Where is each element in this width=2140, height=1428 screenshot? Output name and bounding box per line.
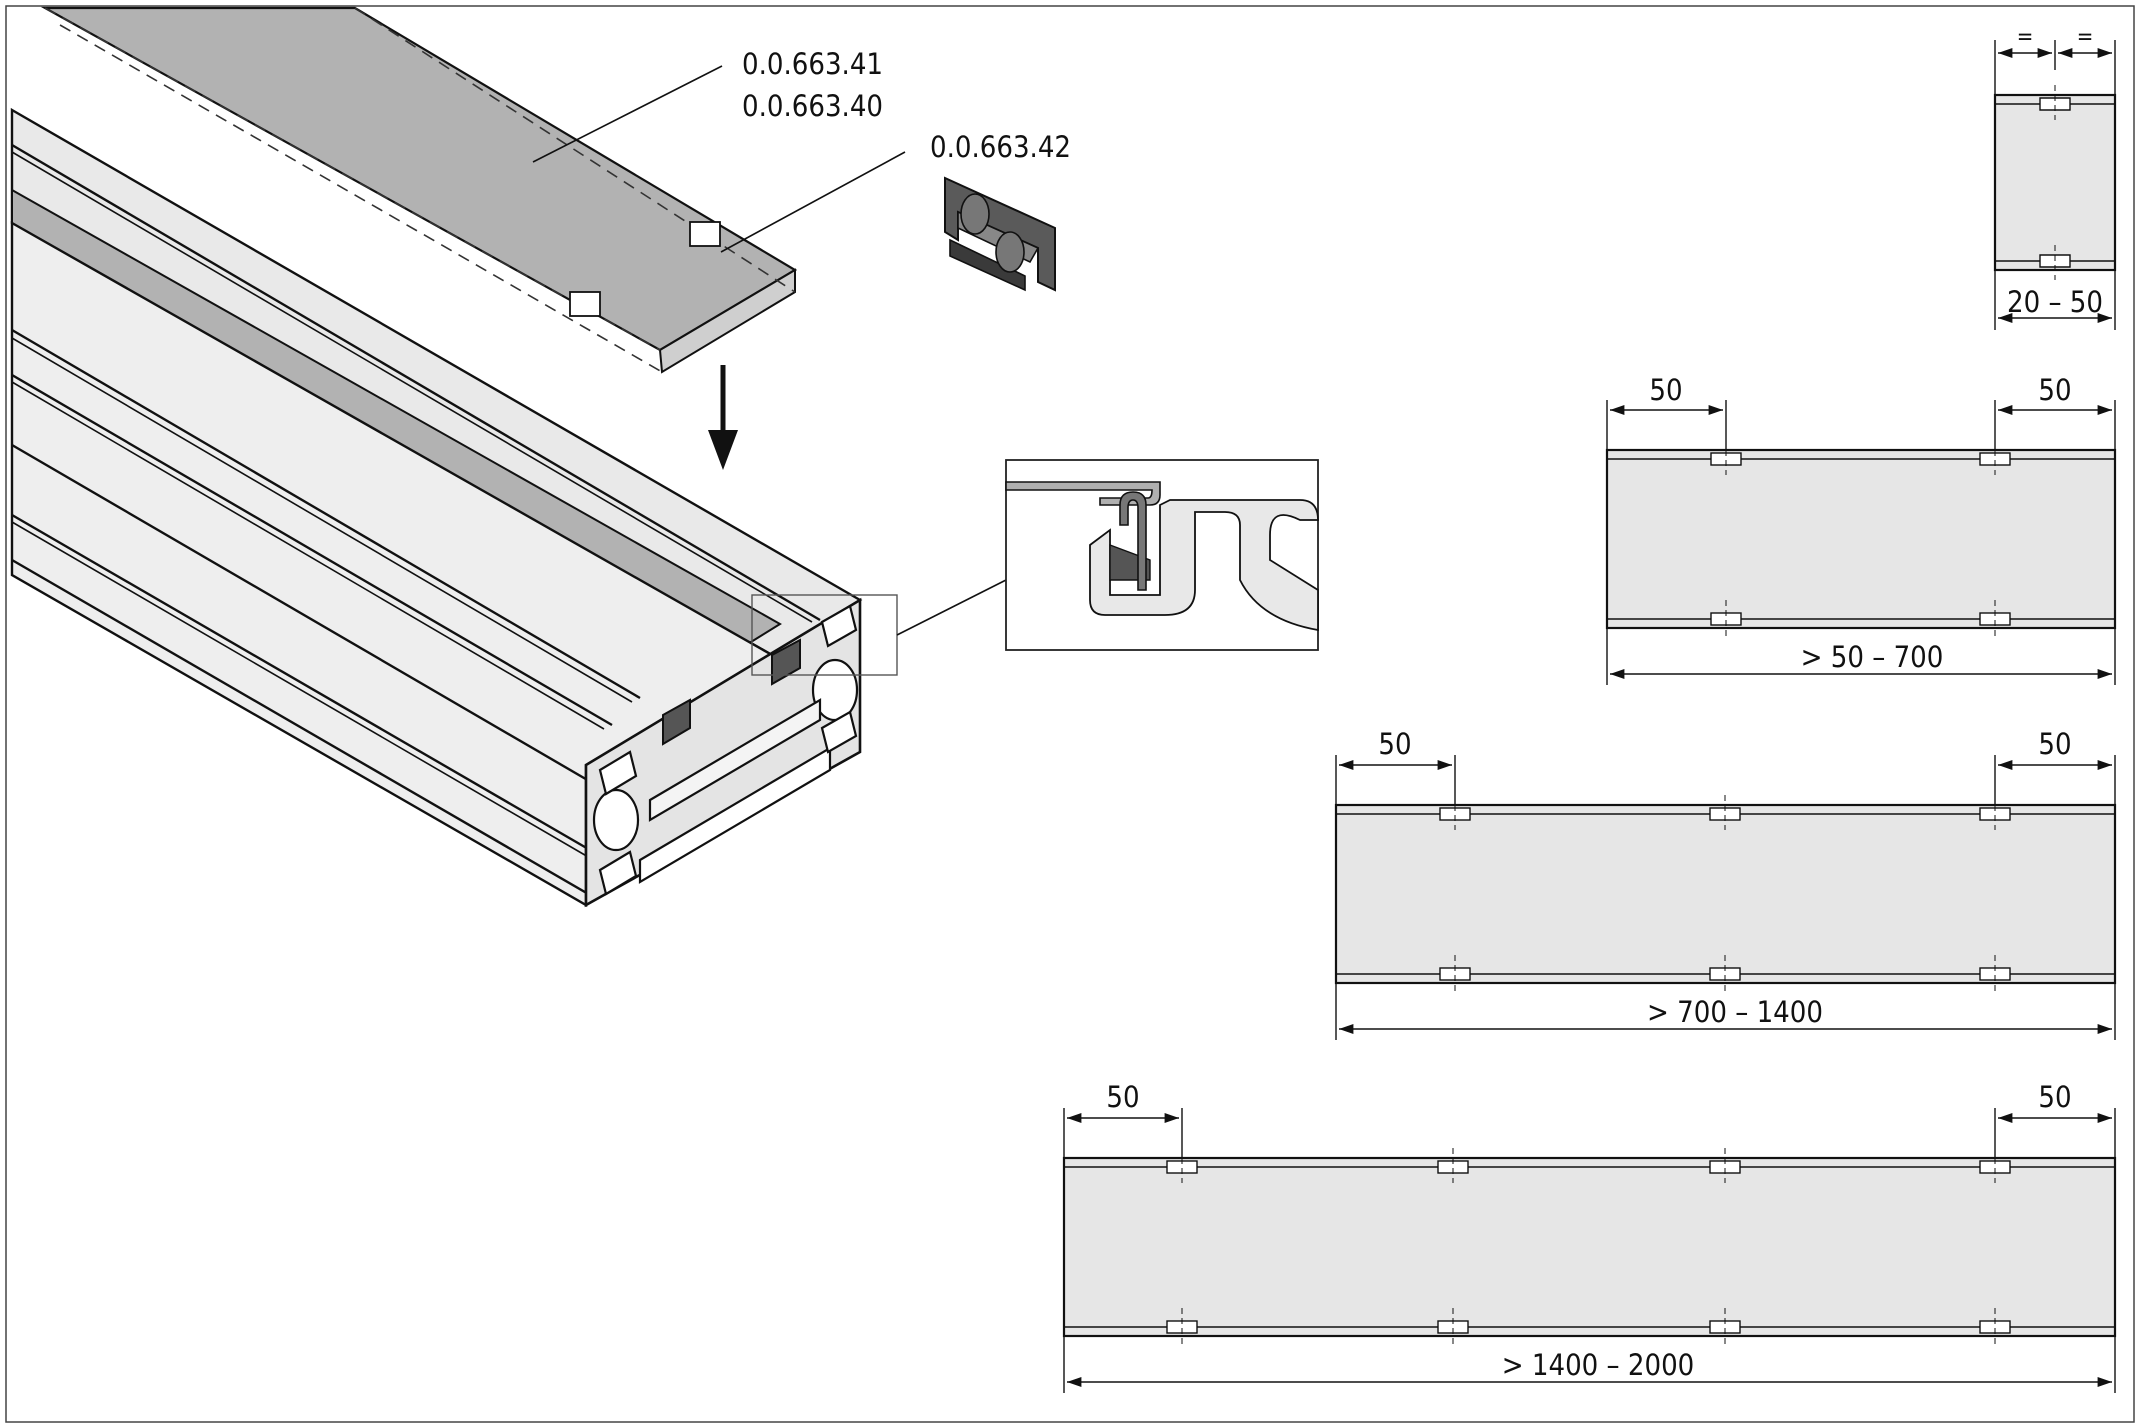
drawing-frame bbox=[5, 5, 2135, 1423]
detail-callout bbox=[751, 459, 1319, 676]
insert-arrow bbox=[708, 365, 738, 470]
layout-long: 50 50 > 1400 – 2000 bbox=[1062, 1080, 2117, 1393]
part-callouts: 0.0.663.41 0.0.663.40 0.0.663.42 bbox=[532, 47, 1071, 253]
layout-small: = = 20 – 50 bbox=[1993, 25, 2117, 330]
edge-left-label: 50 bbox=[1378, 727, 1411, 761]
edge-right-label: 50 bbox=[2038, 727, 2071, 761]
part-number-clip: 0.0.663.42 bbox=[930, 130, 1071, 164]
layout-short: 50 50 > 50 – 700 bbox=[1605, 373, 2117, 685]
length-label: > 50 – 700 bbox=[1801, 640, 1944, 674]
half-mark-left: = bbox=[2017, 25, 2034, 50]
half-mark-right: = bbox=[2077, 25, 2094, 50]
part-number-cover-b: 0.0.663.40 bbox=[742, 89, 883, 123]
edge-right-label: 50 bbox=[2038, 1080, 2071, 1114]
edge-left-label: 50 bbox=[1106, 1080, 1139, 1114]
width-label: 20 – 50 bbox=[2007, 285, 2103, 319]
cover-strip bbox=[40, 6, 798, 374]
length-label: > 700 – 1400 bbox=[1647, 995, 1823, 1029]
length-label: > 1400 – 2000 bbox=[1502, 1348, 1695, 1382]
layout-medium: 50 50 > 700 – 1400 bbox=[1334, 727, 2117, 1040]
aluminium-profile bbox=[10, 107, 863, 908]
spring-clip bbox=[944, 176, 1056, 292]
edge-right-label: 50 bbox=[2038, 373, 2071, 407]
edge-left-label: 50 bbox=[1649, 373, 1682, 407]
part-number-cover-a: 0.0.663.41 bbox=[742, 47, 883, 81]
